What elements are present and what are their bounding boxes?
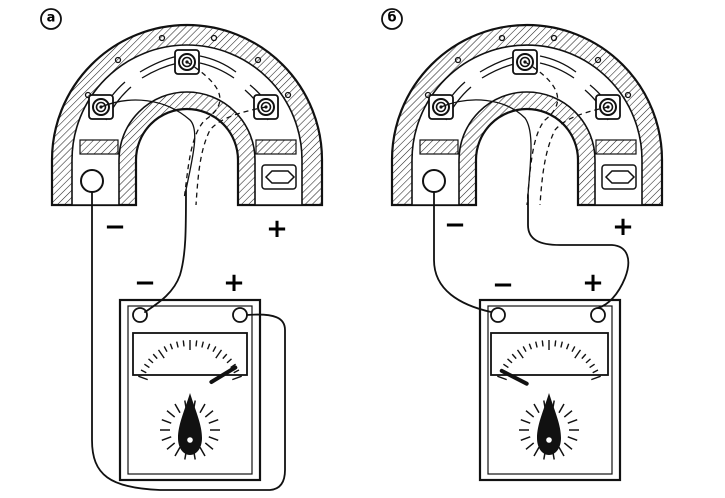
- generator-b: [390, 23, 664, 207]
- flame-ray: [204, 410, 214, 418]
- scale-tick: [163, 346, 168, 353]
- scale-tick: [215, 349, 223, 359]
- scale-tick: [571, 346, 576, 353]
- flame-ray: [558, 403, 565, 414]
- meter-b-plus: +: [582, 268, 604, 298]
- scale-tick: [497, 375, 507, 381]
- panel-b-label: б: [387, 11, 396, 26]
- flame-ray: [199, 446, 206, 457]
- wire-a-generator-plus-to-meter-minus: [144, 189, 187, 313]
- flame-ray: [199, 403, 206, 414]
- scale-tick: [511, 353, 517, 360]
- scale-tick: [212, 346, 217, 353]
- flame-ray: [208, 436, 219, 442]
- scale-tick: [516, 349, 524, 359]
- scale-tick: [585, 358, 591, 364]
- scale-tick: [148, 358, 154, 364]
- flame-ray: [563, 410, 573, 418]
- flame-ray: [567, 418, 578, 424]
- panel-a: а: [40, 8, 324, 491]
- flame-ray: [174, 446, 181, 457]
- meter-a: [118, 298, 262, 482]
- flame-ray: [558, 446, 565, 457]
- flame-ray: [166, 410, 176, 418]
- flame-ray: [161, 418, 172, 424]
- flame-ray: [166, 442, 176, 450]
- meter-a-flame-icon: [160, 393, 220, 460]
- scale-tick: [169, 343, 174, 350]
- flame-ray: [204, 442, 214, 450]
- meter-b-needle: [499, 368, 529, 386]
- flame-ray: [161, 436, 172, 442]
- scale-tick: [176, 341, 179, 348]
- generator-a-plus: +: [266, 214, 288, 244]
- scale-tick: [535, 341, 538, 348]
- generator-a-minus: −: [104, 212, 126, 242]
- flame-ray: [174, 403, 181, 414]
- scale-tick: [589, 363, 595, 369]
- generator-a: [50, 23, 324, 207]
- meter-a-needle: [209, 365, 238, 384]
- scale-tick: [554, 340, 557, 347]
- flame-ray: [533, 403, 540, 414]
- scale-tick: [560, 341, 563, 348]
- meter-b-flame-icon: [519, 393, 579, 460]
- meter-b: [478, 298, 622, 482]
- scale-tick: [233, 369, 240, 374]
- panel-a-label: а: [47, 11, 56, 26]
- wire-b-generator-plus-to-meter-plus: [527, 194, 630, 309]
- meter-b-scale: [497, 340, 601, 381]
- scale-tick: [182, 340, 185, 347]
- scale-tick: [565, 343, 570, 350]
- generator-b-minus: −: [444, 210, 466, 240]
- scale-tick: [592, 369, 599, 374]
- panel-b-badge: б: [381, 8, 403, 30]
- scale-tick: [503, 363, 509, 369]
- flame-ray: [525, 410, 535, 418]
- scale-tick: [507, 358, 513, 364]
- scale-tick: [541, 340, 544, 347]
- scale-tick: [581, 353, 587, 360]
- scale-tick: [201, 341, 204, 348]
- scale-tick: [195, 340, 198, 347]
- flame-ray: [533, 446, 540, 457]
- flame-ray: [567, 436, 578, 442]
- flame-ray: [208, 418, 219, 424]
- scale-tick: [522, 346, 527, 353]
- meter-a-minus: −: [134, 268, 156, 298]
- wire-b-generator-minus-to-meter-minus: [433, 191, 492, 313]
- scale-tick: [152, 353, 158, 360]
- generator-b-plus: +: [612, 212, 634, 242]
- flame-ray: [520, 418, 531, 424]
- scale-tick: [138, 375, 148, 381]
- meter-a-plus: +: [223, 268, 245, 298]
- panel-b: б: [381, 8, 664, 482]
- scale-tick: [226, 358, 232, 364]
- scale-tick: [574, 349, 582, 359]
- scale-tick: [230, 363, 236, 369]
- scale-tick: [144, 363, 150, 369]
- scale-tick: [222, 353, 228, 360]
- wire-a-generator-minus-to-meter-plus: [91, 191, 286, 491]
- meter-a-scale: [138, 340, 242, 381]
- scale-tick: [528, 343, 533, 350]
- scale-tick: [140, 369, 147, 374]
- meter-b-minus: −: [492, 270, 514, 300]
- scale-tick: [206, 343, 211, 350]
- flame-ray: [563, 442, 573, 450]
- scale-tick: [157, 349, 165, 359]
- flame-ray: [525, 442, 535, 450]
- panel-a-badge: а: [40, 8, 62, 30]
- scale-tick: [232, 375, 242, 381]
- flame-ray: [520, 436, 531, 442]
- scale-tick: [591, 375, 601, 381]
